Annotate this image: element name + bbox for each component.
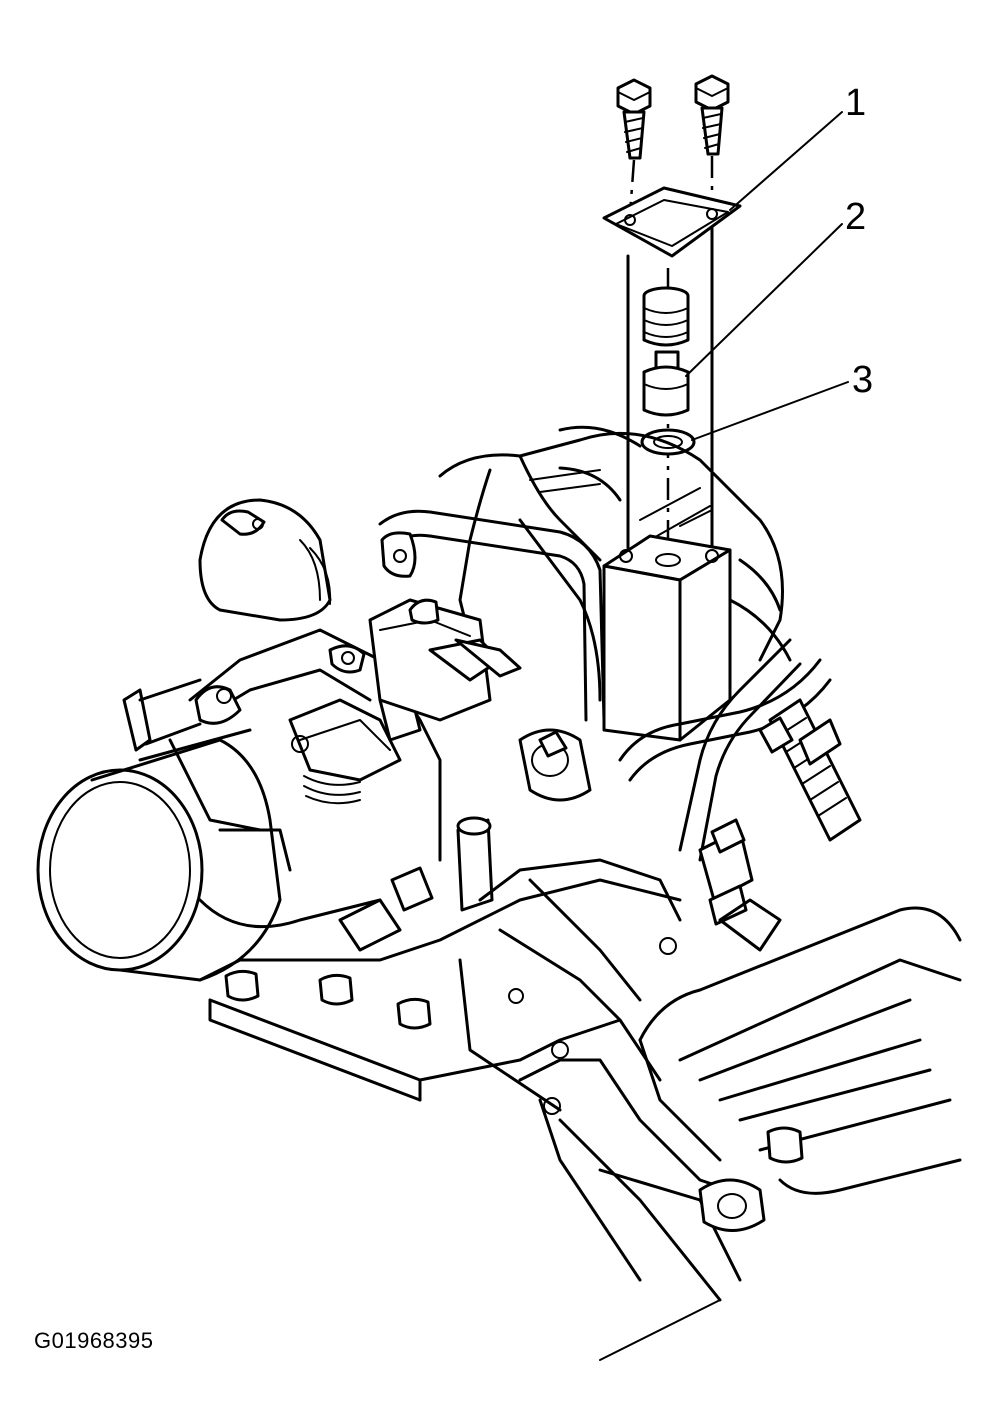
callout-2: 2 xyxy=(845,196,867,238)
mounting-block xyxy=(602,534,732,742)
fuel-injector-center xyxy=(698,818,754,926)
fuel-injector-right xyxy=(758,698,862,842)
check-valve xyxy=(642,350,690,417)
valve-spring xyxy=(642,286,690,347)
throttle-body xyxy=(36,628,442,982)
figure-id: G01968395 xyxy=(34,1328,154,1353)
sensor-block-center xyxy=(368,598,522,722)
valve-cover xyxy=(638,898,962,1195)
lower-manifold xyxy=(198,858,682,1112)
breather-hose xyxy=(122,678,202,752)
bolt-left xyxy=(616,78,652,215)
coolant-pipe xyxy=(378,509,606,722)
egr-sensor xyxy=(518,728,592,802)
callout-3: 3 xyxy=(852,359,874,401)
mounting-bracket xyxy=(508,937,766,1361)
air-valve-dome xyxy=(198,498,332,622)
bolt-right xyxy=(694,74,730,212)
callout-leaders xyxy=(685,111,849,441)
cover-plate xyxy=(602,186,742,258)
vacuum-port xyxy=(456,816,494,912)
intake-plenum xyxy=(438,425,792,702)
fuel-lines xyxy=(618,638,832,862)
callout-1: 1 xyxy=(845,82,867,124)
